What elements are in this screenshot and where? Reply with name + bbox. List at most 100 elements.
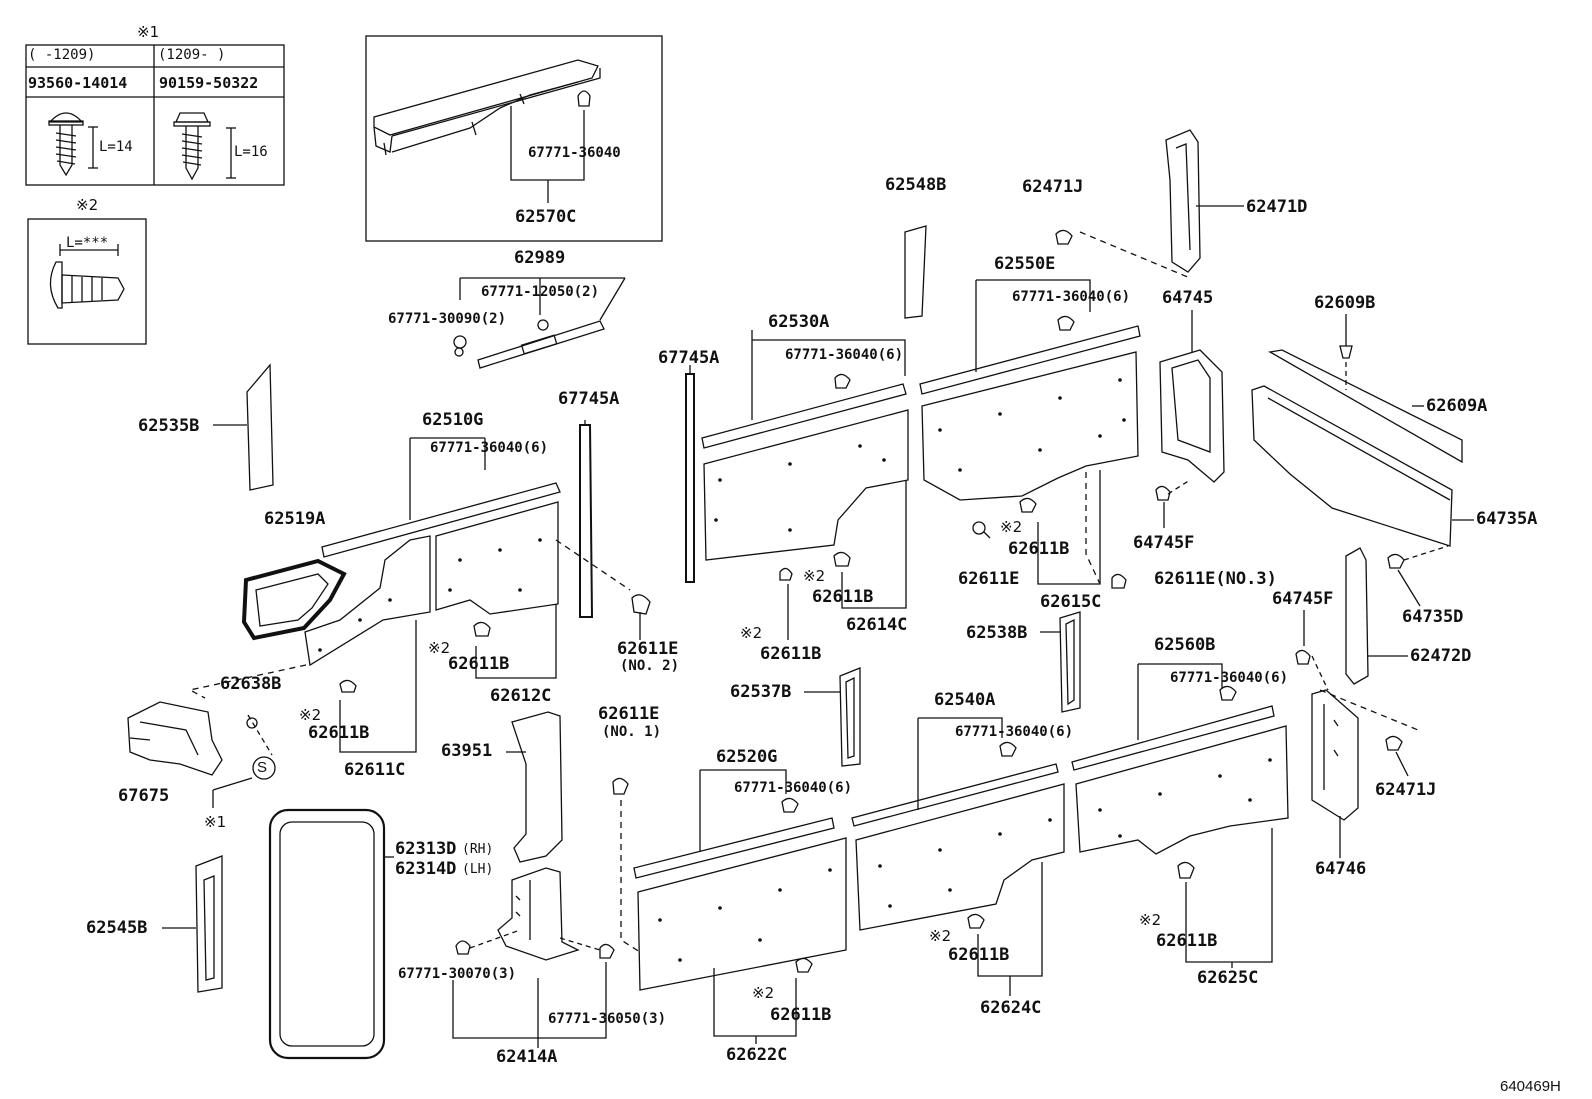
part-shape-62471D — [1165, 129, 1201, 273]
part-label-62520G: 62520G — [716, 747, 778, 767]
part-label-62611B-6: 62611B — [948, 945, 1010, 965]
legend-col1-length: L=14 — [99, 139, 133, 155]
note1-marker-2: ※1 — [204, 813, 227, 831]
legend-col1-range: ( -1209) — [28, 47, 96, 63]
note2-marker-3: ※2 — [803, 567, 826, 585]
part-shape-62530A — [701, 330, 909, 561]
part-label-62471D: 62471D — [1246, 197, 1308, 217]
part-label-62545B: 62545B — [86, 918, 148, 938]
part-label-67675: 67675 — [118, 786, 170, 806]
part-label-62611B-8: 62611B — [770, 1005, 832, 1025]
part-label-62611B-4: 62611B — [760, 644, 822, 664]
part-label-62611E-2-note: (NO. 2) — [620, 658, 680, 674]
part-label-62614C: 62614C — [846, 615, 908, 635]
part-shape-62548B — [904, 225, 927, 319]
inset-box — [365, 35, 663, 242]
part-label-62612C: 62612C — [490, 686, 552, 706]
part-label-62609B: 62609B — [1314, 293, 1376, 313]
legend-col2-part: 90159-50322 — [159, 74, 259, 92]
legend-table — [25, 44, 285, 186]
part-shape-62520G — [633, 769, 847, 991]
part-label-62471J-2: 62471J — [1375, 780, 1437, 800]
note2-marker-2: ※2 — [299, 706, 322, 724]
part-label-62510G: 62510G — [422, 410, 484, 430]
part-shape-62989 — [453, 277, 626, 369]
part-label-62622C: 62622C — [726, 1045, 788, 1065]
part-label-67771-30070: 67771-30070(3) — [398, 966, 517, 982]
part-label-62611C: 62611C — [344, 760, 406, 780]
part-shape-62472D — [1345, 547, 1369, 685]
part-label-62989: 62989 — [514, 248, 566, 268]
part-shape-62545B — [195, 855, 223, 993]
part-label-62611B-7: 62611B — [1156, 931, 1218, 951]
part-label-62611B-1: 62611B — [448, 654, 510, 674]
part-label-62611B-2: 62611B — [308, 723, 370, 743]
part-shape-62535B — [246, 363, 274, 491]
part-label-63951: 63951 — [441, 741, 493, 761]
legend-col2-length: L=16 — [234, 144, 268, 160]
part-label-62611B-3: 62611B — [812, 587, 874, 607]
note2-marker-5: ※2 — [1000, 518, 1023, 536]
part-label-62625C: 62625C — [1197, 968, 1259, 988]
part-label-67771-36040-a: 67771-36040(6) — [430, 440, 549, 456]
part-label-62537B: 62537B — [730, 682, 792, 702]
part-label-62540A: 62540A — [934, 690, 996, 710]
part-label-67771-36040-b: 67771-36040(6) — [785, 347, 904, 363]
diagram-reference-code: 640469H — [1500, 1078, 1561, 1095]
part-shape-62540A — [851, 717, 1065, 931]
legend-col1-part: 93560-14014 — [28, 74, 128, 92]
part-label-64746: 64746 — [1315, 859, 1367, 879]
part-label-62560B: 62560B — [1154, 635, 1216, 655]
part-label-67771-36040-f: 67771-36040(6) — [734, 780, 853, 796]
note2-marker-8: ※2 — [752, 984, 775, 1002]
part-shape-62550E — [919, 279, 1141, 501]
part-label-62530A: 62530A — [768, 312, 830, 332]
part-label-62624C: 62624C — [980, 998, 1042, 1018]
part-label-67745A-2: 67745A — [658, 348, 720, 368]
part-label-62611B-5: 62611B — [1008, 539, 1070, 559]
part-shape-67675 — [127, 701, 223, 776]
part-label-67771-36040-e: 67771-36040(6) — [1170, 670, 1289, 686]
part-label-62414A: 62414A — [496, 1047, 558, 1067]
symbol-s: S — [257, 759, 268, 776]
part-label-62313D: 62313D — [395, 839, 457, 859]
part-label-62550E: 62550E — [994, 254, 1056, 274]
legend-clip-box — [27, 218, 147, 345]
part-label-62313D-side: (RH) — [462, 842, 494, 857]
part-label-62611E-1: 62611E — [598, 704, 660, 724]
part-shape-62537B — [839, 667, 861, 767]
legend-note2-length: L=*** — [66, 235, 109, 251]
part-label-62519A: 62519A — [264, 509, 326, 529]
part-label-62548B: 62548B — [885, 175, 947, 195]
part-label-62611E-1-note: (NO. 1) — [602, 724, 662, 740]
part-shape-62313D — [268, 808, 386, 1060]
part-shape-63951 — [511, 711, 563, 863]
part-shape-62414A — [497, 867, 580, 961]
part-label-67771-36040-d: 67771-36040(6) — [955, 724, 1074, 740]
part-label-62472D: 62472D — [1410, 646, 1472, 666]
part-label-64735A: 64735A — [1476, 509, 1538, 529]
part-shape-62560B — [1071, 663, 1289, 855]
note2-marker-6: ※2 — [929, 927, 952, 945]
part-label-67771-36050: 67771-36050(3) — [548, 1011, 667, 1027]
part-label-67771-12050: 67771-12050(2) — [481, 284, 600, 300]
part-shape-62538B — [1059, 611, 1081, 713]
part-label-62611E-2: 62611E — [617, 639, 679, 659]
part-label-67771-36040-c: 67771-36040(6) — [1012, 289, 1131, 305]
part-label-62611E-no3: 62611E(NO.3) — [1154, 569, 1277, 589]
part-label-64735D: 64735D — [1402, 607, 1464, 627]
note2-marker-7: ※2 — [1139, 911, 1162, 929]
note1-marker: ※1 — [137, 23, 160, 41]
part-label-62314D: 62314D — [395, 859, 457, 879]
note2-marker-4: ※2 — [740, 624, 763, 642]
part-label-62535B: 62535B — [138, 416, 200, 436]
part-label-64745F-1: 64745F — [1133, 533, 1195, 553]
part-label-67745A-1: 67745A — [558, 389, 620, 409]
part-label-62638B: 62638B — [220, 674, 282, 694]
part-label-62611E-3: 62611E — [958, 569, 1020, 589]
part-label-64745: 64745 — [1162, 288, 1214, 308]
part-shape-64745 — [1159, 310, 1225, 483]
part-label-64745F-2: 64745F — [1272, 589, 1334, 609]
